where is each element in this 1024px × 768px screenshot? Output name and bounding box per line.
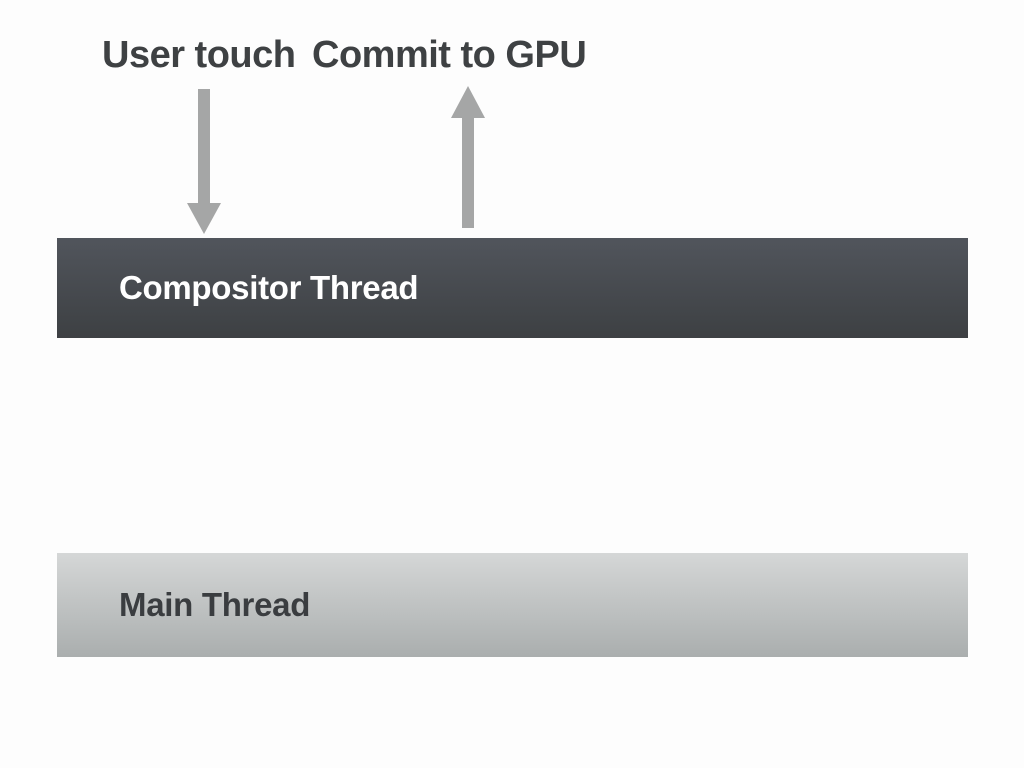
main-thread-bar-label: Main Thread bbox=[119, 586, 311, 623]
arrow-down-icon bbox=[187, 89, 221, 234]
user-touch-label: User touch bbox=[102, 34, 296, 76]
main-thread-bar: Main Thread bbox=[57, 553, 968, 657]
commit-to-gpu-label: Commit to GPU bbox=[312, 34, 587, 76]
arrow-up-icon bbox=[451, 86, 485, 228]
compositor-thread-bar: Compositor Thread bbox=[57, 238, 968, 338]
compositor-thread-bar-label: Compositor Thread bbox=[119, 269, 419, 306]
